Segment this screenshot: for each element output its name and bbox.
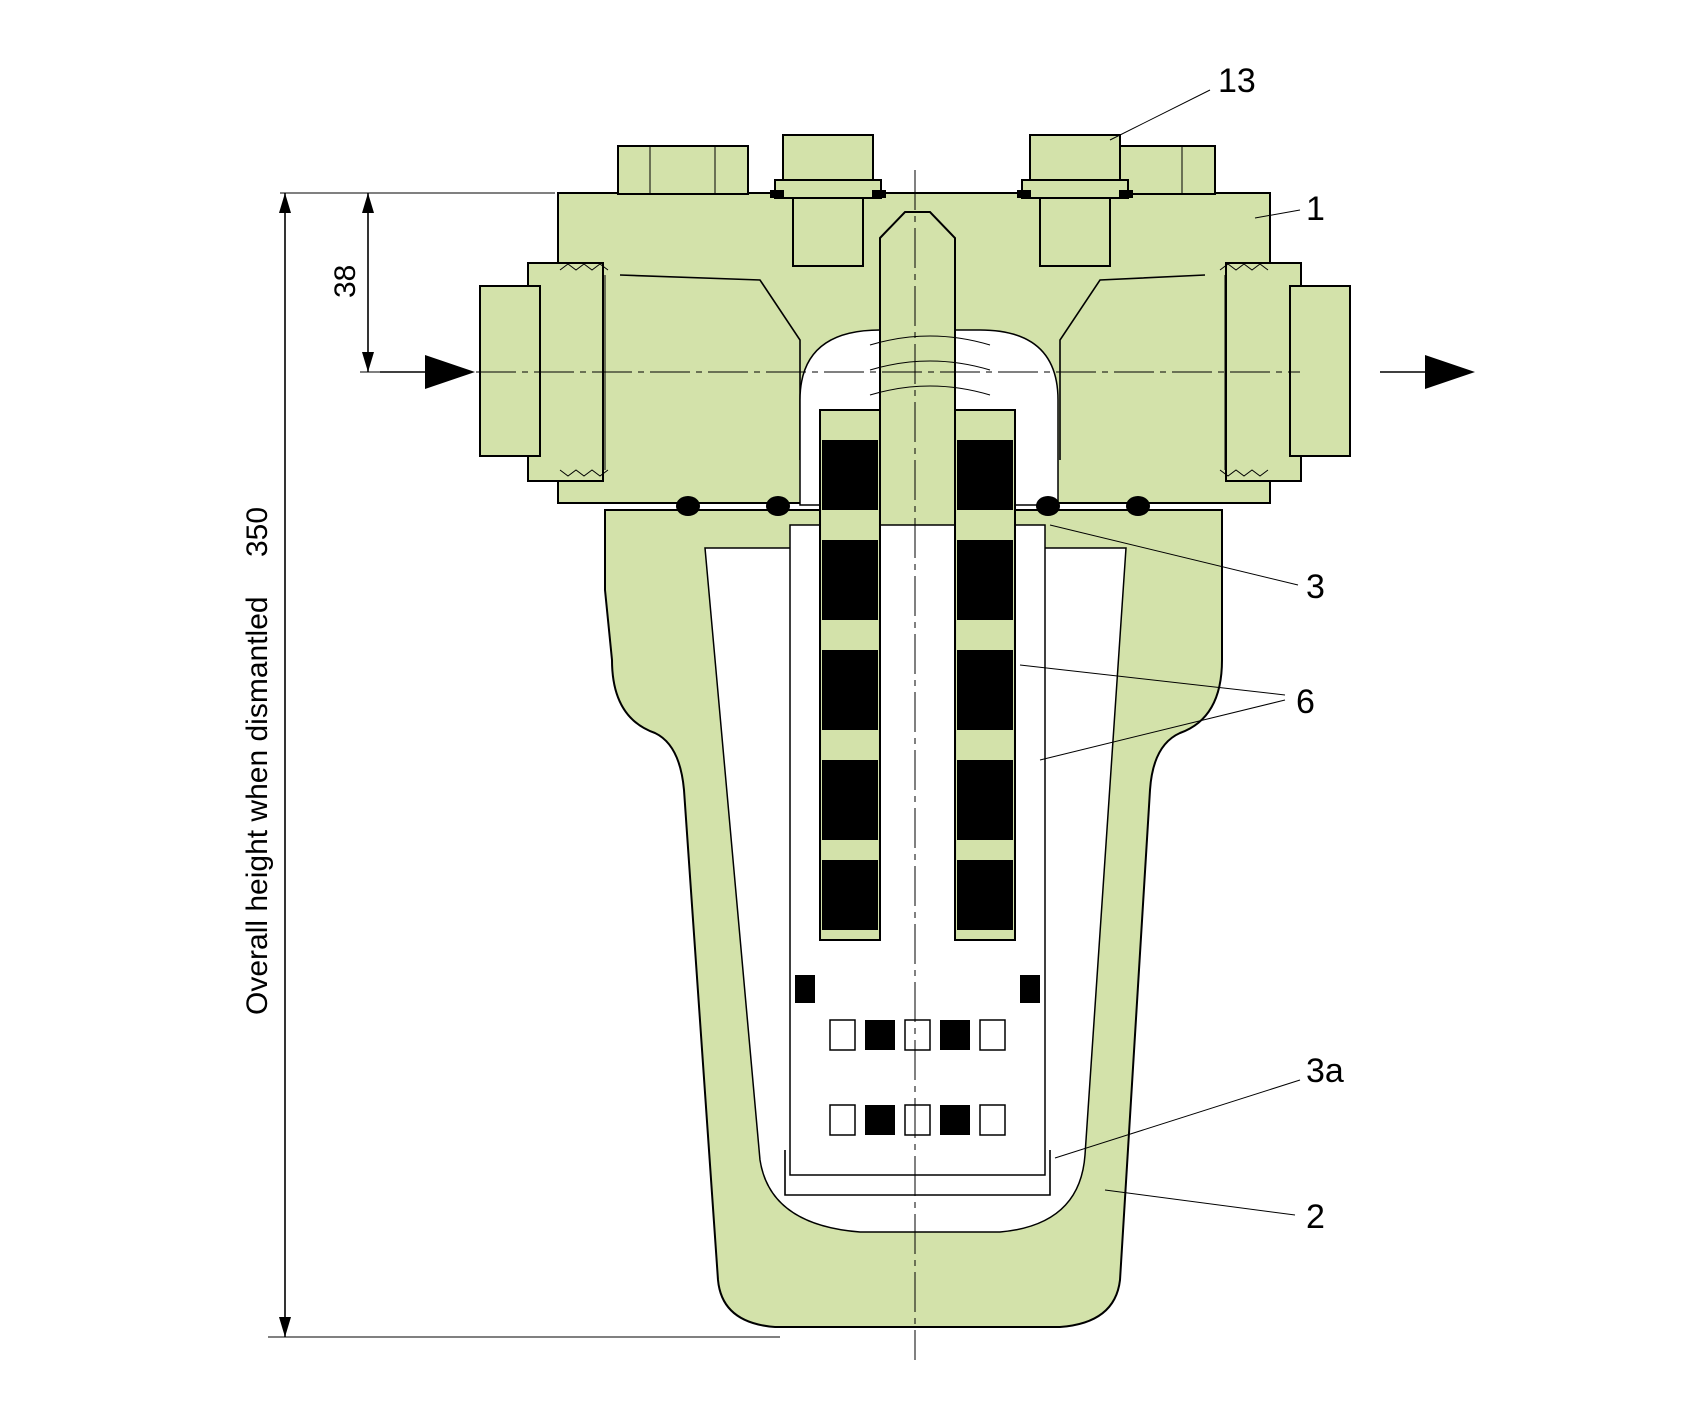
dimension-38-label: 38 — [329, 265, 362, 298]
vent-plug-right — [1017, 134, 1133, 267]
callout-1: 1 — [1306, 190, 1325, 228]
callout-2: 2 — [1306, 1198, 1325, 1236]
callout-3a: 3a — [1306, 1052, 1344, 1090]
filter-element — [784, 409, 1051, 1196]
dimension-350 — [268, 193, 780, 1338]
vent-plug-left — [770, 134, 886, 267]
overall-height-label: Overall height when dismantled — [241, 596, 274, 1015]
top-nut-left — [617, 145, 749, 195]
callout-3: 3 — [1306, 568, 1325, 606]
callout-6: 6 — [1296, 683, 1315, 721]
leader-lines — [1019, 89, 1301, 1216]
dimension-38 — [280, 192, 555, 372]
seals — [676, 496, 1150, 516]
outlet-arrow — [1380, 355, 1475, 389]
overall-height-value: 350 — [241, 507, 274, 557]
callout-13: 13 — [1218, 62, 1256, 100]
inlet-arrow — [380, 355, 475, 389]
center-lines — [360, 170, 1300, 1360]
